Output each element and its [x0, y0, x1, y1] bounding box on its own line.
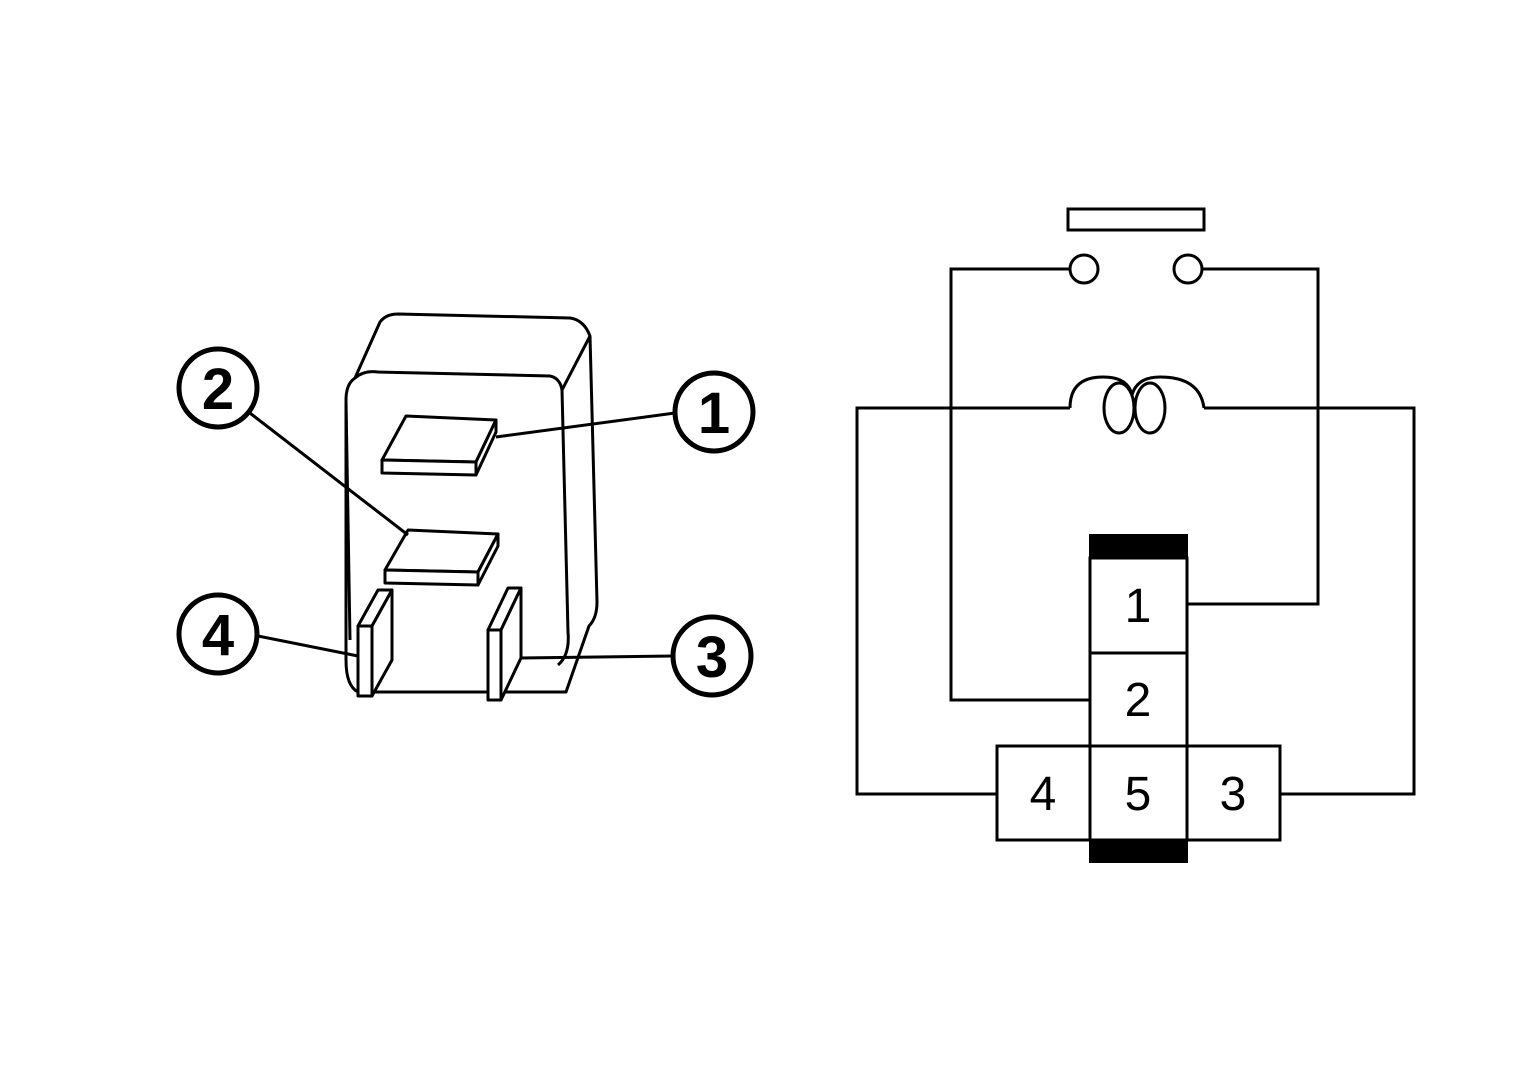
connector-key-top	[1089, 534, 1188, 559]
terminal-label-4: 4	[1030, 768, 1057, 821]
blade-terminal-4	[356, 588, 394, 698]
switch-contact-right	[1172, 253, 1204, 285]
terminal-label-3: 3	[1220, 768, 1247, 821]
callout-3: 3	[670, 614, 754, 698]
coil-loop-right	[1133, 381, 1167, 435]
callout-label-4: 4	[202, 603, 234, 668]
callout-1: 1	[672, 370, 756, 454]
relay-housing	[344, 312, 599, 694]
relay-pictorial: 1 2 3 4	[176, 312, 756, 702]
callout-label-3: 3	[696, 625, 728, 690]
wire-switch-right-to-terminal-1	[1186, 267, 1320, 606]
wire-coil-to-terminal-3	[1204, 406, 1416, 796]
callout-label-2: 2	[202, 357, 234, 422]
leader-line-3	[520, 654, 674, 660]
wire-switch-left-to-terminal-2	[949, 267, 1091, 702]
terminal-cell-5	[1088, 744, 1189, 842]
callout-4: 4	[176, 592, 260, 676]
switch-contact-left	[1068, 253, 1100, 285]
terminal-label-2: 2	[1125, 674, 1152, 727]
coil-loop-left	[1102, 381, 1136, 435]
blade-terminal-3	[486, 586, 523, 702]
terminal-cell-4	[995, 744, 1092, 842]
connector-key-bottom	[1089, 838, 1188, 863]
callout-label-1: 1	[698, 381, 730, 446]
terminal-cell-1	[1088, 556, 1189, 655]
terminal-label-5: 5	[1125, 768, 1152, 821]
terminal-cell-2	[1088, 651, 1189, 748]
callout-2: 2	[176, 346, 260, 430]
blade-terminal-1	[380, 414, 498, 477]
leader-line-2	[245, 408, 409, 537]
wire-coil-to-terminal-4	[855, 406, 1070, 796]
terminal-cell-3	[1185, 744, 1282, 842]
leader-line-1	[495, 411, 676, 439]
leader-line-4	[257, 634, 359, 658]
switch-bar	[1066, 207, 1206, 232]
relay-schematic: 1 2 4 5 3	[855, 207, 1416, 863]
terminal-label-1: 1	[1125, 580, 1152, 633]
blade-terminal-2	[383, 528, 500, 587]
